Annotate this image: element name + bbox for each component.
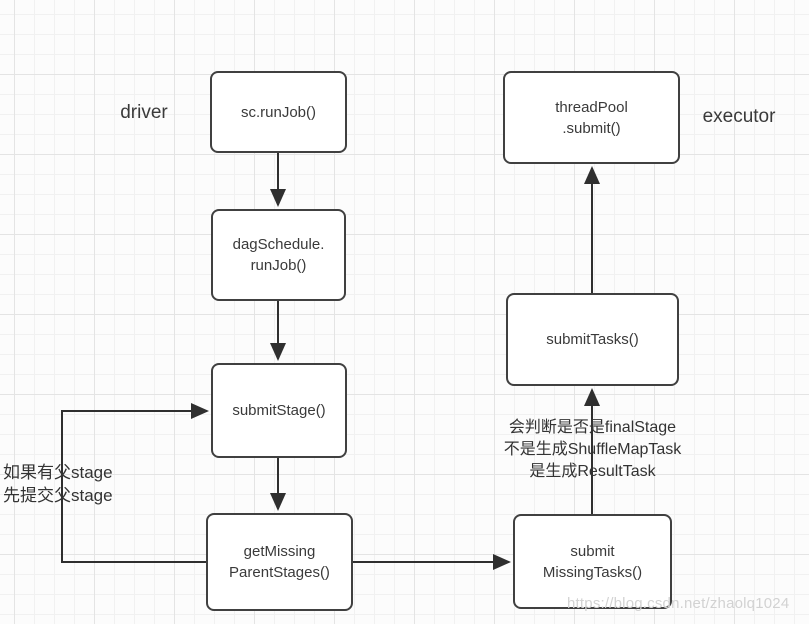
node-submit-missingtasks[interactable]: submit MissingTasks() — [513, 514, 672, 609]
node-submittasks[interactable]: submitTasks() — [506, 293, 679, 386]
annotation-parent-stage-note: 如果有父stage 先提交父stage — [3, 463, 113, 505]
node-getmissing-parentstages[interactable]: getMissing ParentStages() — [206, 513, 353, 611]
edge-loopback-getmissing-to-submitstage — [61, 403, 209, 563]
node-submitstage[interactable]: submitStage() — [211, 363, 347, 458]
node-sc-runjob[interactable]: sc.runJob() — [210, 71, 347, 153]
csdn-watermark: https://blog.csdn.net/zhaolq1024 — [567, 595, 790, 612]
lane-label-executor: executor — [702, 106, 776, 127]
node-dagschedule-runjob[interactable]: dagSchedule. runJob() — [211, 209, 346, 301]
lane-label-driver: driver — [120, 102, 168, 123]
annotation-final-stage-note: 会判断是否是finalStage 不是生成ShuffleMapTask 是生成R… — [503, 419, 682, 480]
node-threadpool-submit[interactable]: threadPool .submit() — [503, 71, 680, 164]
